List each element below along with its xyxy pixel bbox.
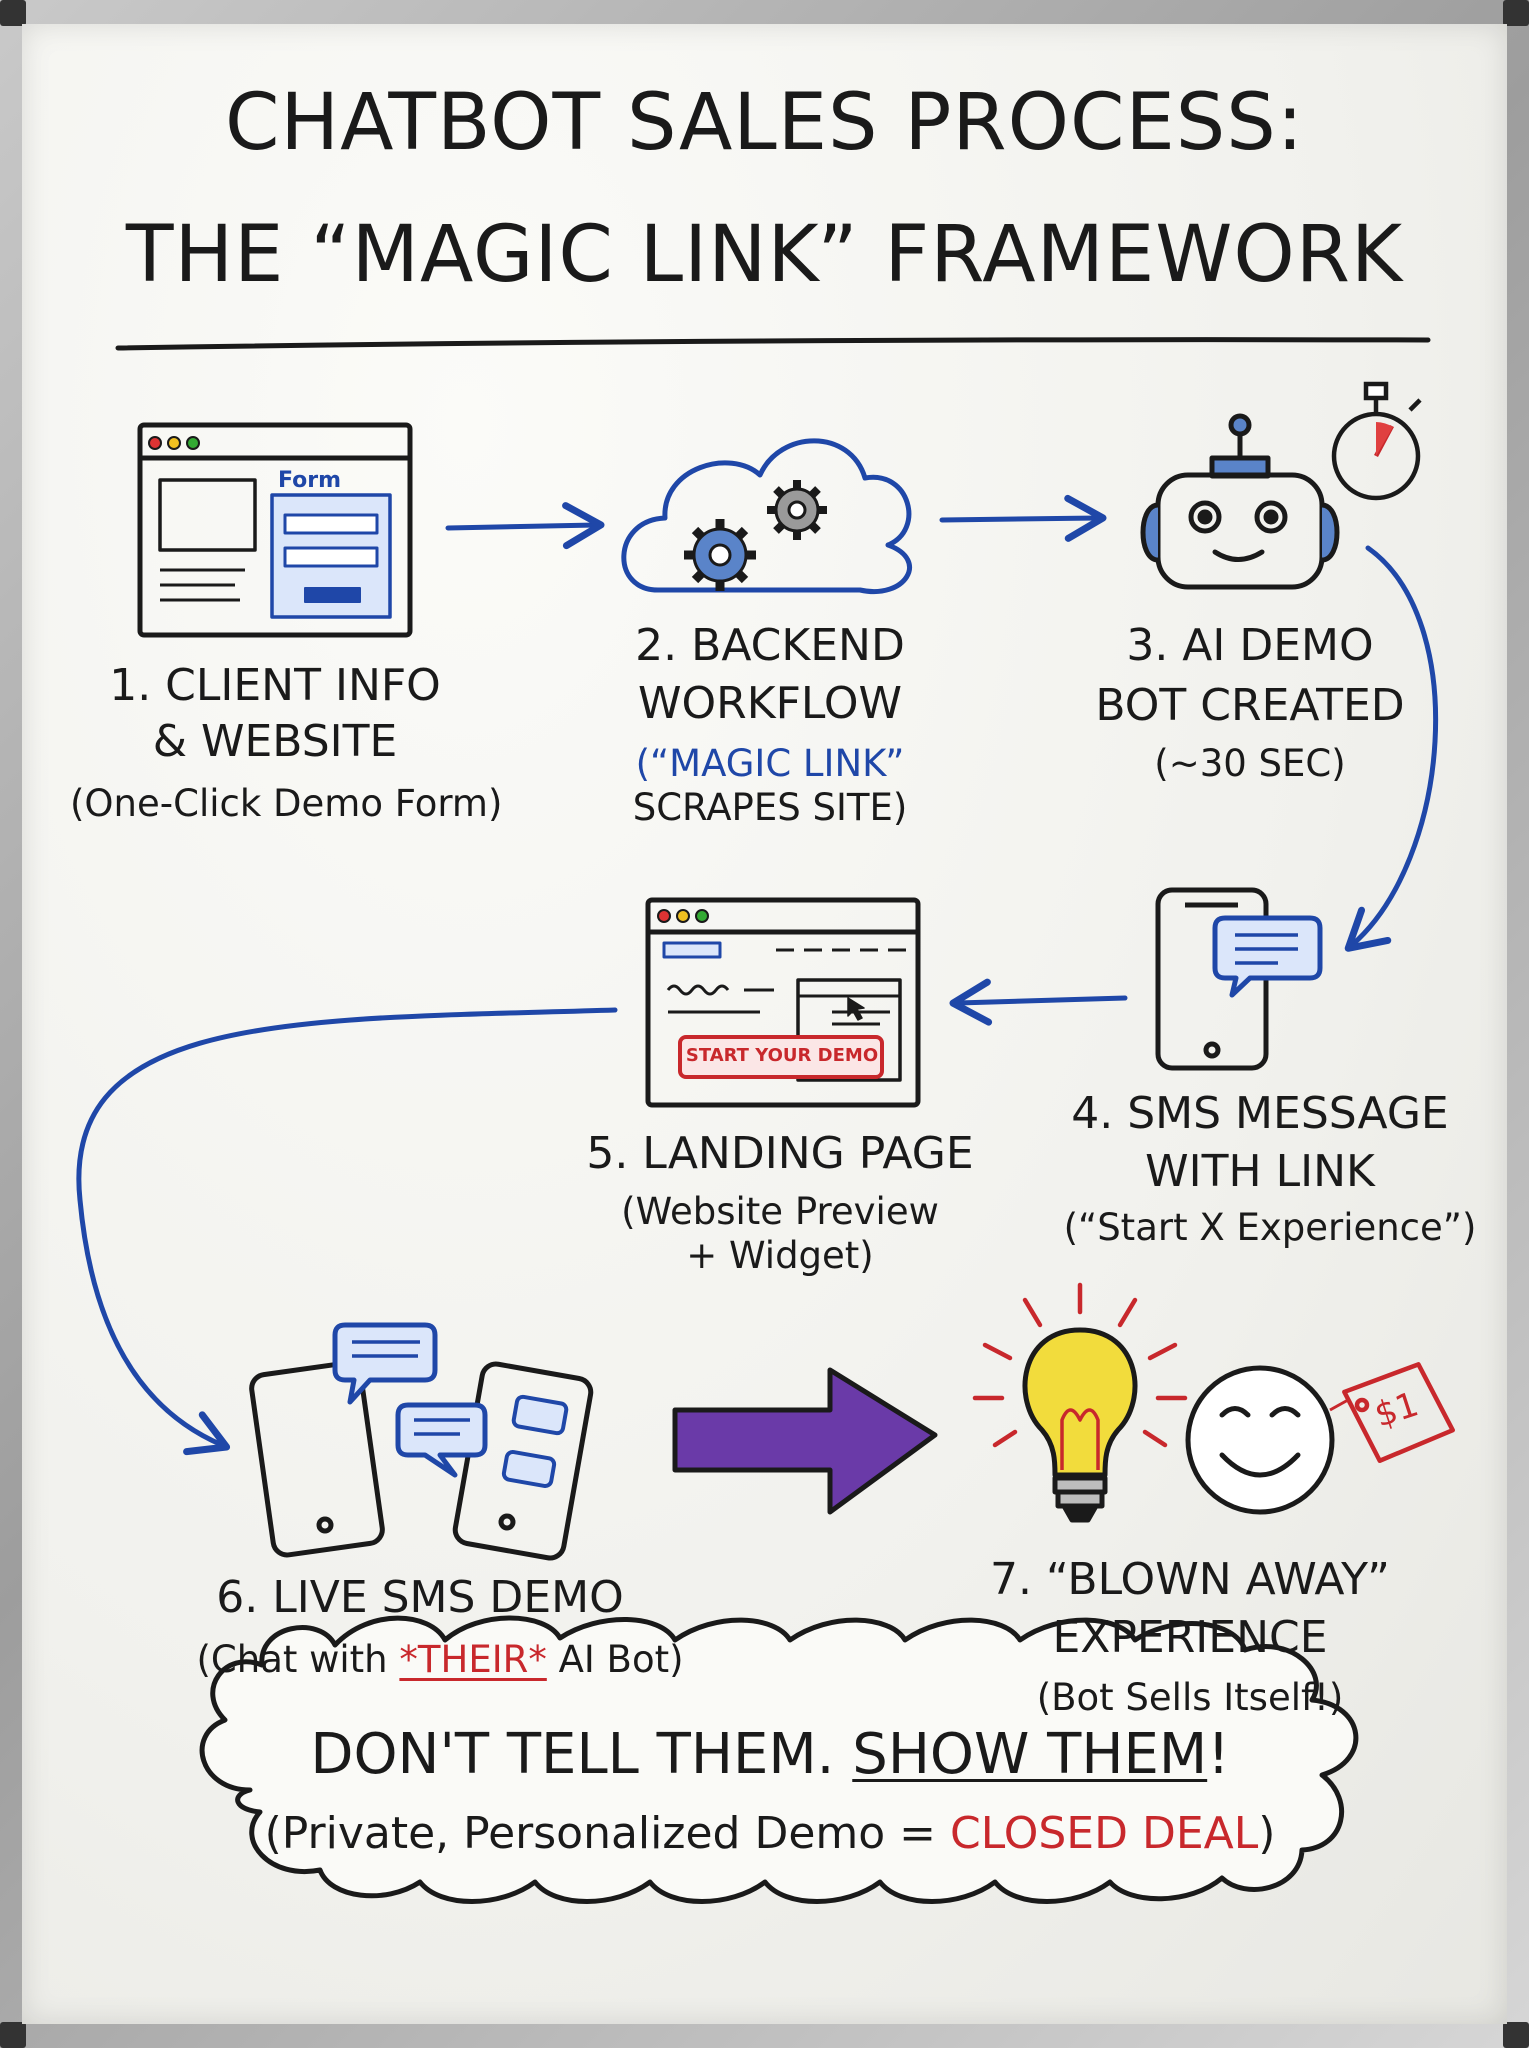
title-underline xyxy=(115,337,1431,351)
step-2-note-magic-link: (“MAGIC LINK” xyxy=(635,742,905,785)
step-1-label: 1. CLIENT INFO xyxy=(109,660,441,711)
page-title: CHATBOT SALES PROCESS: xyxy=(224,78,1305,168)
robot-icon xyxy=(1140,413,1340,590)
step-1-label-line2: & WEBSITE xyxy=(152,716,398,767)
step-7-label: 7. “BLOWN AWAY” xyxy=(990,1554,1390,1605)
page-subtitle: THE “MAGIC LINK” FRAMEWORK xyxy=(125,210,1404,300)
closed-deal-emphasis: CLOSED DEAL xyxy=(950,1808,1259,1859)
step-6-label: 6. LIVE SMS DEMO xyxy=(216,1572,624,1623)
phone-message-icon xyxy=(1155,887,1323,1071)
frame-corner xyxy=(0,0,26,26)
cloud-gears-icon xyxy=(621,438,912,595)
arrow-3-to-4 xyxy=(1344,545,1438,952)
start-demo-button-drawing: START YOUR DEMO xyxy=(685,1045,879,1066)
callout-headline: DON'T TELL THEM. SHOW THEM! xyxy=(310,1722,1230,1787)
landing-page-icon xyxy=(645,897,921,1108)
big-purple-arrow xyxy=(672,1367,938,1515)
form-label: Form xyxy=(278,468,342,493)
frame-corner xyxy=(0,2022,26,2048)
step-5-note: (Website Preview xyxy=(621,1190,939,1233)
step-5-label: 5. LANDING PAGE xyxy=(586,1128,974,1179)
frame-corner xyxy=(1503,0,1529,26)
stopwatch-icon xyxy=(1331,381,1422,501)
step-7-note: (Bot Sells Itself!) xyxy=(1036,1676,1344,1719)
step-6-note: (Chat with *THEIR* AI Bot) xyxy=(196,1638,684,1681)
step-3-label: 3. AI DEMO xyxy=(1126,620,1374,671)
arrow-1-to-2 xyxy=(445,502,605,550)
callout-subline: (Private, Personalized Demo = CLOSED DEA… xyxy=(264,1808,1276,1859)
price-tag-icon xyxy=(1329,1362,1455,1463)
callout-cloud xyxy=(199,1615,1359,1904)
arrow-4-to-5 xyxy=(949,978,1128,1026)
show-them-emphasis: SHOW THEM xyxy=(852,1722,1208,1787)
browser-form-icon xyxy=(137,422,413,638)
step-3-label-line2: BOT CREATED xyxy=(1095,680,1405,731)
step-4-note: (“Start X Experience”) xyxy=(1063,1206,1477,1249)
step-3-note: (~30 SEC) xyxy=(1154,742,1346,785)
lightbulb-icon xyxy=(972,1282,1188,1523)
step-2-label: 2. BACKEND xyxy=(635,620,905,671)
arrow-5-to-6 xyxy=(76,1007,618,1456)
step-2-note: SCRAPES SITE) xyxy=(632,786,908,829)
arrow-2-to-3 xyxy=(939,494,1107,542)
their-emphasis: *THEIR* xyxy=(399,1638,547,1681)
step-2-label-line2: WORKFLOW xyxy=(638,678,902,729)
frame-corner xyxy=(1503,2022,1529,2048)
step-4-label-line2: WITH LINK xyxy=(1145,1146,1375,1197)
two-phones-chat-icon xyxy=(249,1322,594,1561)
smiley-icon xyxy=(1185,1365,1335,1515)
step-7-label-line2: EXPERIENCE xyxy=(1052,1612,1328,1663)
step-1-note: (One-Click Demo Form) xyxy=(70,782,503,825)
step-5-note-line2: + Widget) xyxy=(686,1234,874,1277)
step-4-label: 4. SMS MESSAGE xyxy=(1071,1088,1449,1139)
